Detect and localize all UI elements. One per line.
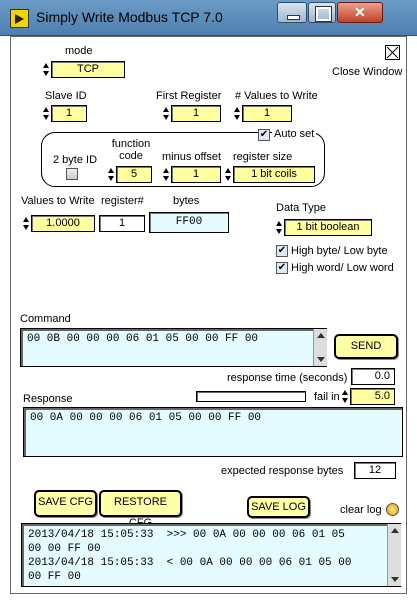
data-type-value[interactable]: 1 bit boolean [284, 219, 372, 236]
first-register-spinner[interactable] [163, 105, 169, 122]
fail-in-spinner[interactable] [342, 388, 348, 405]
mode-label: mode [65, 45, 93, 57]
register-size-value[interactable]: 1 bit coils [233, 166, 315, 183]
high-byte-low-byte-label: High byte/ Low byte [291, 245, 388, 257]
fail-in-label: fail in [314, 391, 340, 403]
maximize-button[interactable] [308, 2, 336, 23]
two-byte-id-label: 2 byte ID [53, 154, 98, 166]
restore-cfg-button[interactable]: RESTORE CFG [99, 490, 182, 529]
log-area: 2013/04/18 15:05:33 >>> 00 0A 00 00 00 0… [21, 523, 401, 587]
main-panel: mode TCP Close Window Slave ID 1 First R… [10, 36, 407, 594]
minus-offset-spinner[interactable] [163, 166, 169, 183]
send-button[interactable]: SEND [334, 334, 398, 359]
two-byte-id-checkbox[interactable] [66, 168, 78, 180]
slave-id-spinner[interactable] [43, 105, 49, 122]
slave-id-value[interactable]: 1 [51, 105, 87, 122]
data-type-label: Data Type [276, 202, 326, 214]
first-register-value[interactable]: 1 [171, 105, 221, 122]
bytes-value: FF00 [149, 212, 229, 233]
title-bar: Simply Write Modbus TCP 7.0 [0, 0, 417, 36]
function-settings-group [41, 132, 325, 187]
scroll-down-icon[interactable] [317, 357, 325, 362]
expected-response-bytes-label: expected response bytes [221, 465, 344, 477]
app-icon [10, 9, 29, 28]
high-word-low-word-label: High word/ Low word [291, 262, 394, 274]
function-code-label: function code [111, 138, 151, 162]
data-type-spinner[interactable] [276, 219, 282, 236]
expected-response-bytes-value: 12 [354, 462, 396, 479]
close-window-label[interactable]: Close Window [332, 66, 403, 78]
save-cfg-button[interactable]: SAVE CFG [34, 490, 97, 517]
function-code-value[interactable]: 5 [116, 166, 152, 183]
minus-offset-label: minus offset [162, 151, 222, 163]
values-to-write-spinner[interactable] [23, 215, 29, 232]
clear-log-icon[interactable] [386, 503, 399, 516]
high-byte-low-byte-checkbox[interactable]: ✔ [276, 245, 288, 257]
scroll-up-icon[interactable] [317, 333, 325, 338]
register-size-label: register size [233, 151, 293, 163]
close-button[interactable] [337, 2, 383, 23]
save-log-button[interactable]: SAVE LOG [247, 496, 310, 518]
scroll-down-icon[interactable] [391, 577, 399, 582]
fail-in-value[interactable]: 5.0 [350, 388, 395, 405]
slave-id-label: Slave ID [45, 90, 87, 102]
response-time-label: response time (seconds) [227, 372, 348, 384]
response-field: 00 0A 00 00 00 06 01 05 00 00 FF 00 [23, 407, 403, 457]
window-title: Simply Write Modbus TCP 7.0 [36, 9, 223, 25]
mode-value[interactable]: TCP [51, 61, 125, 78]
mode-spinner[interactable] [43, 61, 49, 78]
close-window-icon[interactable] [385, 45, 400, 60]
auto-set-checkbox[interactable]: ✔ [258, 129, 270, 141]
clear-log-label[interactable]: clear log [340, 504, 382, 516]
values-count-spinner[interactable] [234, 105, 240, 122]
register-num-value: 1 [99, 215, 145, 232]
bytes-label: bytes [173, 195, 200, 207]
function-code-spinner[interactable] [108, 166, 114, 183]
minimize-button[interactable] [277, 2, 307, 23]
first-register-label: First Register [156, 90, 222, 102]
command-field[interactable]: 00 0B 00 00 00 06 01 05 00 00 FF 00 [20, 328, 327, 367]
register-size-spinner[interactable] [225, 166, 231, 183]
command-label: Command [20, 313, 71, 325]
command-scrollbar[interactable] [313, 329, 327, 366]
response-time-value: 0.0 [351, 368, 395, 385]
minus-offset-value[interactable]: 1 [171, 166, 221, 183]
values-to-write-label: Values to Write [21, 195, 95, 207]
log-scrollbar[interactable] [387, 524, 401, 586]
values-count-value[interactable]: 1 [242, 105, 292, 122]
values-to-write-value[interactable]: 1.0000 [31, 215, 95, 232]
auto-set-label: Auto set [272, 128, 317, 140]
response-label: Response [23, 393, 73, 405]
fail-progress-bar [196, 391, 306, 402]
high-word-low-word-checkbox[interactable]: ✔ [276, 262, 288, 274]
scroll-up-icon[interactable] [391, 528, 399, 533]
values-count-label: # Values to Write [235, 90, 318, 102]
register-num-label: register# [101, 195, 144, 207]
